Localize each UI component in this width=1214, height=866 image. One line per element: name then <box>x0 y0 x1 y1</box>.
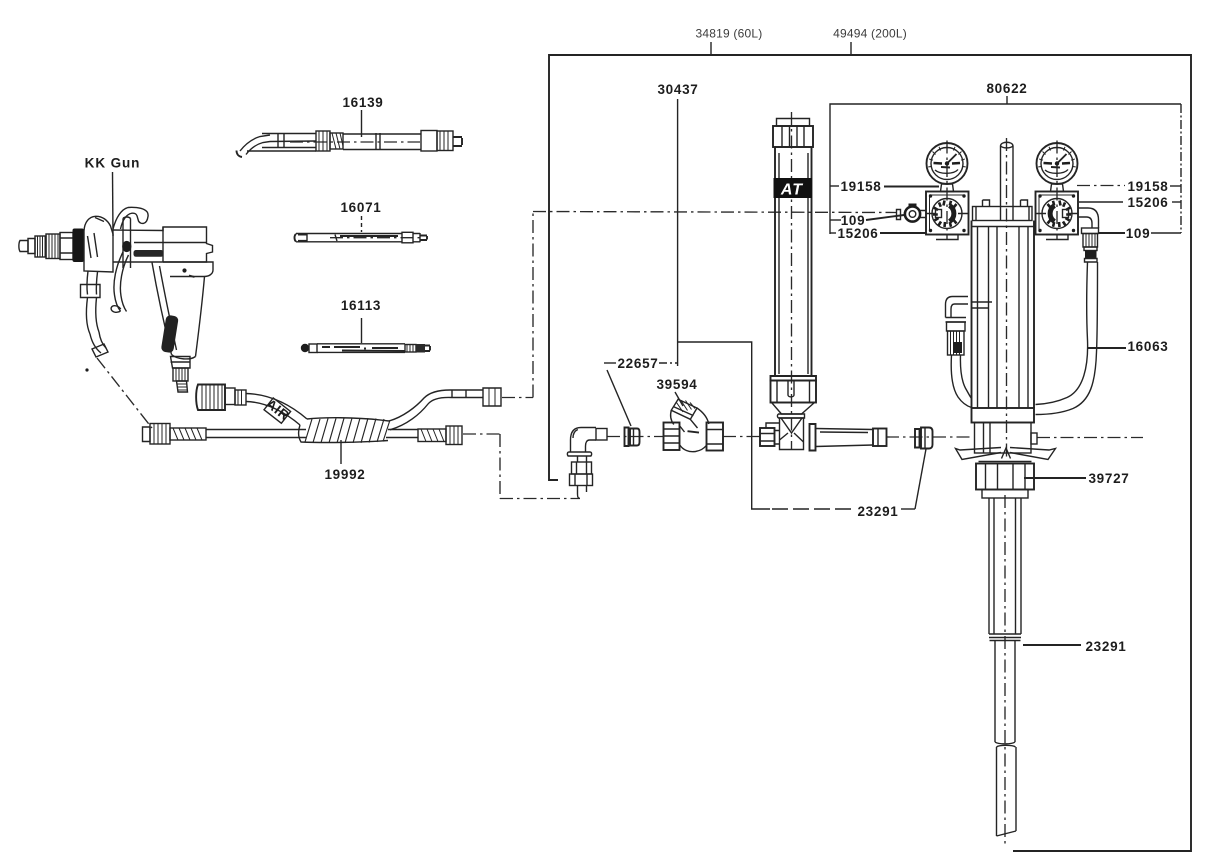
svg-text:34819 (60L): 34819 (60L) <box>696 27 763 41</box>
svg-text:AIR: AIR <box>263 396 292 423</box>
svg-text:22657: 22657 <box>617 356 658 371</box>
svg-text:23291: 23291 <box>857 504 898 519</box>
svg-text:39594: 39594 <box>656 377 697 392</box>
svg-text:80622: 80622 <box>986 81 1027 96</box>
svg-text:30437: 30437 <box>657 82 698 97</box>
svg-text:16071: 16071 <box>340 200 381 215</box>
svg-text:109: 109 <box>1126 226 1151 241</box>
svg-text:109: 109 <box>841 213 866 228</box>
svg-text:15206: 15206 <box>1127 195 1168 210</box>
svg-text:AT: AT <box>780 182 803 199</box>
svg-text:KK Gun: KK Gun <box>85 156 141 171</box>
svg-text:23291: 23291 <box>1085 639 1126 654</box>
svg-text:19992: 19992 <box>324 467 365 482</box>
svg-text:49494 (200L): 49494 (200L) <box>833 27 907 41</box>
svg-text:16063: 16063 <box>1127 339 1168 354</box>
svg-text:19158: 19158 <box>840 179 881 194</box>
svg-text:16113: 16113 <box>341 298 381 313</box>
svg-text:39727: 39727 <box>1088 471 1129 486</box>
svg-text:16139: 16139 <box>342 95 383 110</box>
svg-text:15206: 15206 <box>837 226 878 241</box>
svg-text:19158: 19158 <box>1127 179 1168 194</box>
